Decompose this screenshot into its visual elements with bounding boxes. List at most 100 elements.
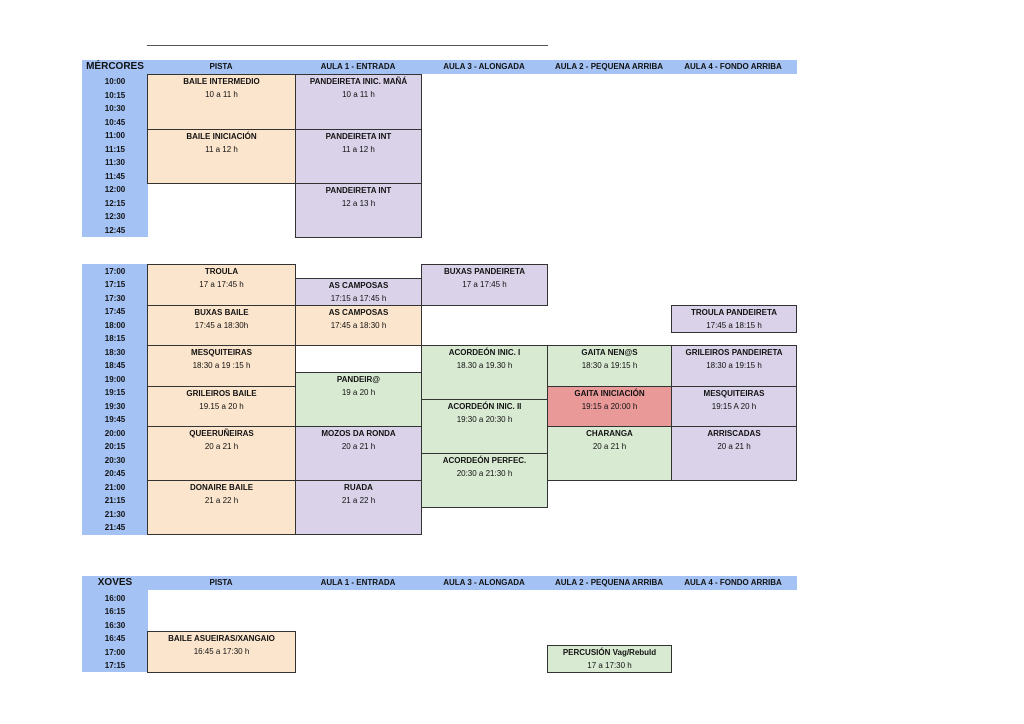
class-name: BAILE ASUEIRAS/XANGAIO (168, 634, 275, 643)
time-label: 20:30 (104, 456, 126, 465)
time-label: 11:45 (104, 172, 126, 181)
class-block[interactable]: PANDEIRETA INT 11 a 12 h (295, 129, 422, 184)
day-label: MÉRCORES (86, 61, 144, 72)
class-time: 21 a 22 h (204, 496, 239, 505)
class-time: 11 a 12 h (205, 145, 238, 154)
class-time: 17 a 17:45 h (462, 280, 507, 289)
class-block[interactable]: PERCUSIÓN Vag/Rebuld 17 a 17:30 h (547, 645, 672, 673)
time-label: 19:30 (104, 402, 126, 411)
class-block[interactable]: ACORDEÓN INIC. II 19:30 a 20:30 h (421, 399, 548, 454)
class-time: 18:30 a 19:15 h (581, 361, 638, 370)
time-label: 17:15 (104, 661, 126, 670)
class-block[interactable]: CHARANGA 20 a 21 h (547, 426, 672, 481)
class-name: ACORDEÓN INIC. I (448, 348, 521, 357)
class-block[interactable]: MESQUITEIRAS 18:30 a 19 :15 h (147, 345, 296, 387)
time-label: 12:15 (104, 199, 126, 208)
time-label: 19:00 (104, 375, 126, 384)
top-rule (147, 45, 548, 46)
class-block[interactable]: GAITA INICIACIÓN 19:15 a 20:00 h (547, 386, 672, 427)
class-name: ACORDEÓN INIC. II (447, 402, 522, 411)
class-block[interactable]: PANDEIRETA INIC. MAÑÁ 10 a 11 h (295, 74, 422, 130)
class-block[interactable]: DONAIRE BAILE 21 a 22 h (147, 480, 296, 535)
class-time: 11 a 12 h (342, 145, 375, 154)
time-label: 18:45 (104, 361, 126, 370)
class-block[interactable]: TROULA 17 a 17:45 h (147, 264, 296, 306)
column-header: PISTA (209, 62, 233, 71)
class-block[interactable]: PANDEIR@ 19 a 20 h (295, 372, 422, 427)
class-name: PANDEIRETA INT (325, 132, 392, 141)
class-block[interactable]: BUXAS BAILE 17:45 a 18:30h (147, 305, 296, 346)
class-block[interactable]: TROULA PANDEIRETA 17:45 a 18:15 h (671, 305, 797, 333)
time-label: 16:15 (104, 607, 126, 616)
class-block[interactable]: AS CAMPOSAS 17:45 a 18:30 h (295, 305, 422, 346)
class-block[interactable]: AS CAMPOSAS 17:15 a 17:45 h (295, 278, 422, 306)
class-name: PANDEIRETA INIC. MAÑÁ (309, 77, 408, 86)
class-block[interactable]: GRILEIROS BAILE 19.15 a 20 h (147, 386, 296, 427)
time-label: 17:00 (104, 267, 126, 276)
class-name: PERCUSIÓN Vag/Rebuld (562, 648, 657, 657)
class-name: MESQUITEIRAS (191, 348, 252, 357)
class-name: TROULA (204, 267, 239, 276)
class-block[interactable]: ACORDEÓN PERFEC. 20:30 a 21:30 h (421, 453, 548, 508)
time-label: 11:30 (104, 158, 126, 167)
class-name: DONAIRE BAILE (189, 483, 254, 492)
class-time: 17 a 17:30 h (587, 661, 632, 670)
class-time: 19:15 A 20 h (711, 402, 757, 411)
time-label: 11:00 (104, 131, 126, 140)
class-time: 10 a 11 h (342, 90, 375, 99)
column-header: AULA 2 - PEQUENA ARRIBA (554, 578, 664, 587)
class-block[interactable]: BAILE ASUEIRAS/XANGAIO 16:45 a 17:30 h (147, 631, 296, 673)
class-name: ARRISCADAS (707, 429, 761, 438)
class-time: 17 a 17:45 h (199, 280, 244, 289)
class-name: GAITA INICIACIÓN (574, 389, 645, 398)
empty-slot (295, 345, 422, 373)
class-name: GRILEIROS PANDEIRETA (685, 348, 783, 357)
column-header: AULA 1 - ENTRADA (320, 62, 396, 71)
time-label: 17:15 (104, 280, 126, 289)
time-label: 18:00 (104, 321, 126, 330)
class-name: AS CAMPOSAS (328, 281, 389, 290)
class-time: 16:45 a 17:30 h (193, 647, 250, 656)
class-block[interactable]: BUXAS PANDEIRETA 17 a 17:45 h (421, 264, 548, 306)
time-column: 16:00 16:15 16:30 16:45 17:00 17:15 (82, 590, 148, 672)
class-time: 10 a 11 h (205, 90, 238, 99)
time-label: 11:15 (104, 145, 126, 154)
time-label: 12:30 (104, 212, 126, 221)
class-time: 18:30 a 19 :15 h (192, 361, 251, 370)
class-time: 18.30 a 19.30 h (456, 361, 513, 370)
class-block[interactable]: QUEERUÑEIRAS 20 a 21 h (147, 426, 296, 481)
class-time: 20 a 21 h (592, 442, 627, 451)
class-block[interactable]: BAILE INTERMEDIO 10 a 11 h (147, 74, 296, 130)
class-block[interactable]: PANDEIRETA INT 12 a 13 h (295, 183, 422, 238)
time-label: 17:00 (104, 648, 126, 657)
column-header: PISTA (209, 578, 233, 587)
class-time: 19.15 a 20 h (199, 402, 244, 411)
column-header: AULA 4 - FONDO ARRIBA (684, 62, 782, 71)
column-header: AULA 3 - ALONGADA (443, 62, 525, 71)
time-label: 10:45 (104, 118, 126, 127)
class-block[interactable]: ARRISCADAS 20 a 21 h (671, 426, 797, 481)
time-label: 19:45 (104, 415, 126, 424)
time-label: 20:15 (104, 442, 126, 451)
class-block[interactable]: MOZOS DA RONDA 20 a 21 h (295, 426, 422, 481)
time-label: 21:45 (104, 523, 126, 532)
class-block[interactable]: GRILEIROS PANDEIRETA 18:30 a 19:15 h (671, 345, 797, 387)
time-column: 17:00 17:15 17:30 17:45 18:00 18:15 18:3… (82, 264, 148, 535)
class-time: 17:15 a 17:45 h (330, 294, 387, 303)
header-row-mercores: MÉRCORES PISTA AULA 1 - ENTRADA AULA 3 -… (82, 60, 797, 74)
time-column: 10:00 10:15 10:30 10:45 11:00 11:15 11:3… (82, 74, 148, 237)
class-time: 20 a 21 h (341, 442, 376, 451)
column-header: AULA 2 - PEQUENA ARRIBA (554, 62, 664, 71)
time-label: 10:00 (104, 77, 126, 86)
class-block[interactable]: MESQUITEIRAS 19:15 A 20 h (671, 386, 797, 427)
class-block[interactable]: RUADA 21 a 22 h (295, 480, 422, 535)
column-header: AULA 3 - ALONGADA (443, 578, 525, 587)
class-block[interactable]: BAILE INICIACIÓN 11 a 12 h (147, 129, 296, 184)
class-block[interactable]: ACORDEÓN INIC. I 18.30 a 19.30 h (421, 345, 548, 400)
time-label: 17:30 (104, 294, 126, 303)
time-label: 18:15 (104, 334, 126, 343)
column-header: AULA 1 - ENTRADA (320, 578, 396, 587)
class-name: GRILEIROS BAILE (186, 389, 257, 398)
class-name: AS CAMPOSAS (328, 308, 389, 317)
class-block[interactable]: GAITA NEN@S 18:30 a 19:15 h (547, 345, 672, 387)
